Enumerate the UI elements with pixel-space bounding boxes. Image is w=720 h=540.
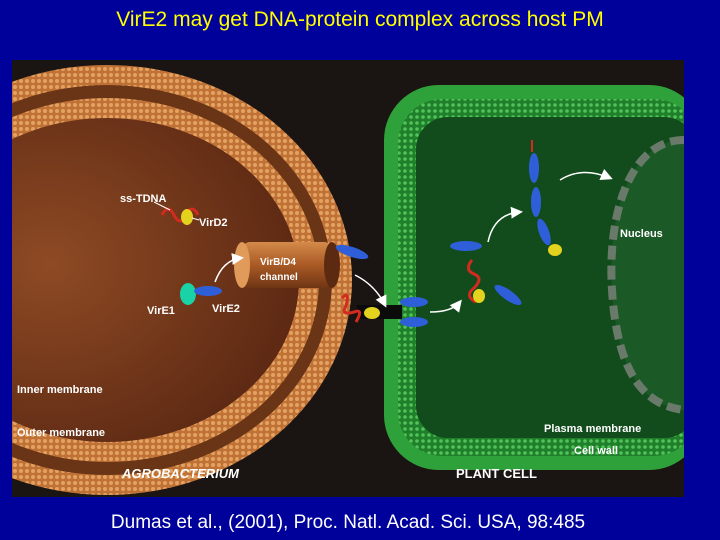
diagram-svg: ss-TDNA VirD2 VirE1 VirE2 VirB/D4 channe… bbox=[12, 60, 684, 497]
label-channel-1: VirB/D4 bbox=[260, 257, 296, 268]
label-nucleus: Nucleus bbox=[620, 228, 663, 240]
label-inner-membrane: Inner membrane bbox=[17, 384, 103, 396]
label-agrobacterium: AGROBACTERIUM bbox=[121, 466, 240, 481]
vire2-nuclear-2 bbox=[531, 187, 541, 217]
vird2-protein bbox=[181, 209, 193, 225]
slide-title: VirE2 may get DNA-protein complex across… bbox=[0, 8, 720, 32]
vire2-membrane-1 bbox=[400, 297, 428, 307]
label-cell-wall: Cell wall bbox=[574, 445, 618, 457]
vire2-membrane-2 bbox=[400, 317, 428, 327]
label-vire2: VirE2 bbox=[212, 303, 240, 315]
plant-cell bbox=[384, 85, 684, 470]
label-vird2: VirD2 bbox=[199, 217, 228, 229]
vire2-nuclear-1 bbox=[529, 153, 539, 183]
label-outer-membrane: Outer membrane bbox=[17, 427, 105, 439]
vire1-protein bbox=[180, 283, 196, 305]
vire2-cytoplasm-1 bbox=[450, 241, 482, 251]
label-channel-2: channel bbox=[260, 272, 298, 283]
vire2-protein bbox=[194, 286, 222, 296]
figure-diagram: ss-TDNA VirD2 VirE1 VirE2 VirB/D4 channe… bbox=[12, 60, 684, 497]
label-ss-tdna: ss-TDNA bbox=[120, 193, 167, 205]
vird2-cytoplasm bbox=[473, 289, 485, 303]
label-plant-cell: PLANT CELL bbox=[456, 466, 537, 481]
label-plasma-membrane: Plasma membrane bbox=[544, 423, 641, 435]
vird2-nuclear bbox=[548, 244, 562, 256]
label-vire1: VirE1 bbox=[147, 305, 175, 317]
citation: Dumas et al., (2001), Proc. Natl. Acad. … bbox=[0, 512, 696, 534]
vird2-transferred bbox=[364, 307, 380, 319]
